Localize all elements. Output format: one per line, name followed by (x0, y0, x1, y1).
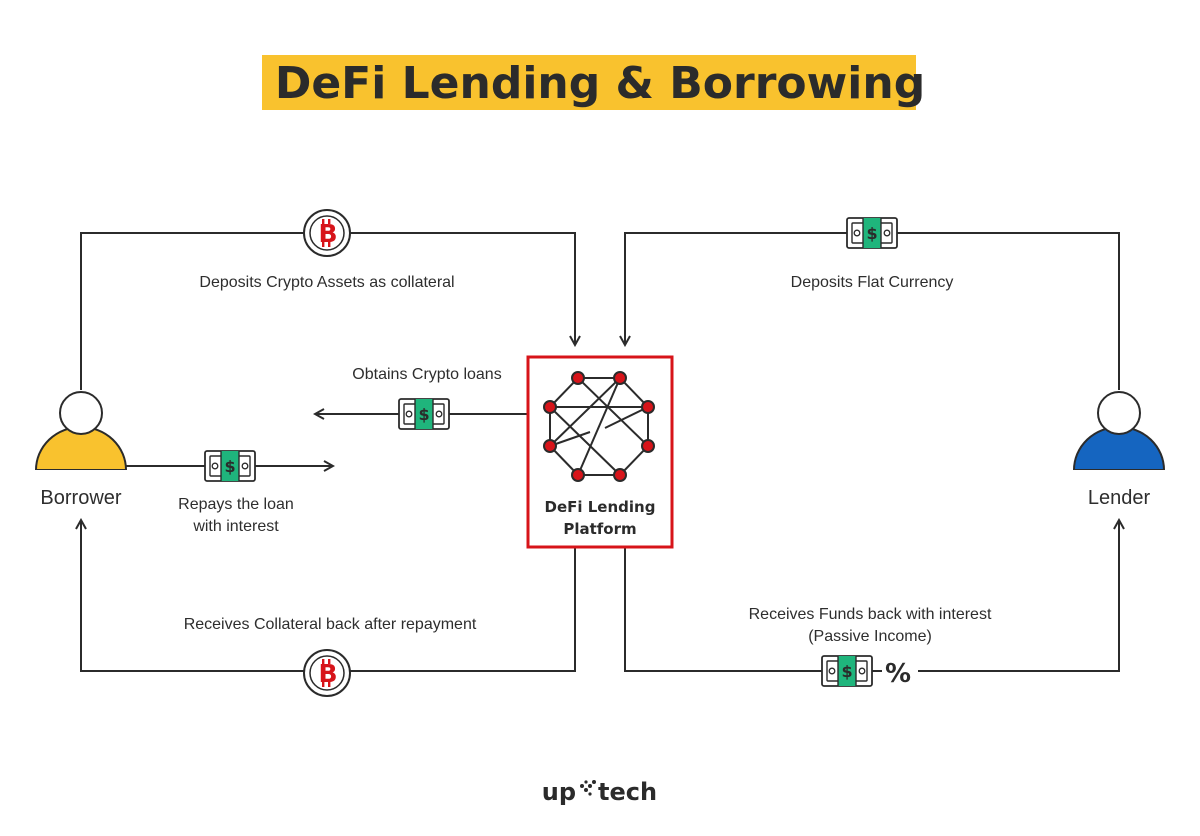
borrower-label: Borrower (40, 487, 121, 509)
platform-label-line1: DeFi Lending (545, 498, 656, 516)
lender-label: Lender (1088, 487, 1151, 509)
funds-back-line (624, 520, 1119, 672)
percent-symbol: % (885, 659, 911, 689)
uptech-logo: up tech (542, 778, 657, 806)
network-node (613, 468, 627, 482)
collateral-back-line (81, 520, 576, 672)
network-node (571, 468, 585, 482)
network-node (571, 371, 585, 385)
obtain-loans-label: Obtains Crypto loans (352, 366, 501, 383)
lender-icon (1072, 391, 1166, 470)
logo-left: up (542, 778, 576, 806)
collateral-back-label: Receives Collateral back after repayment (184, 616, 477, 633)
banknote-icon (398, 398, 450, 430)
bitcoin-coin-icon (303, 649, 351, 697)
network-node (613, 371, 627, 385)
bitcoin-coin-icon (303, 209, 351, 257)
logo-right: tech (598, 778, 657, 806)
logo-mark-icon (580, 780, 596, 796)
lender-deposit-line (625, 232, 1120, 390)
platform-label-line2: Platform (563, 520, 636, 538)
page-title: DeFi Lending & Borrowing (275, 58, 925, 109)
network-nodes (543, 371, 655, 482)
borrower-deposit-label: Deposits Crypto Assets as collateral (199, 274, 454, 291)
network-node (543, 400, 557, 414)
banknote-icon (821, 655, 873, 687)
lender-deposit-label: Deposits Flat Currency (791, 274, 954, 291)
funds-back-label-line1: Receives Funds back with interest (749, 606, 992, 623)
network-node (641, 439, 655, 453)
network-node (543, 439, 557, 453)
borrower-icon (34, 391, 128, 470)
banknote-icon (846, 217, 898, 249)
title-highlight (262, 55, 916, 110)
funds-back-label-line2: (Passive Income) (808, 628, 932, 645)
repay-label-line2: with interest (192, 518, 279, 535)
network-node (641, 400, 655, 414)
repay-label-line1: Repays the loan (178, 496, 294, 513)
banknote-icon (204, 450, 256, 482)
